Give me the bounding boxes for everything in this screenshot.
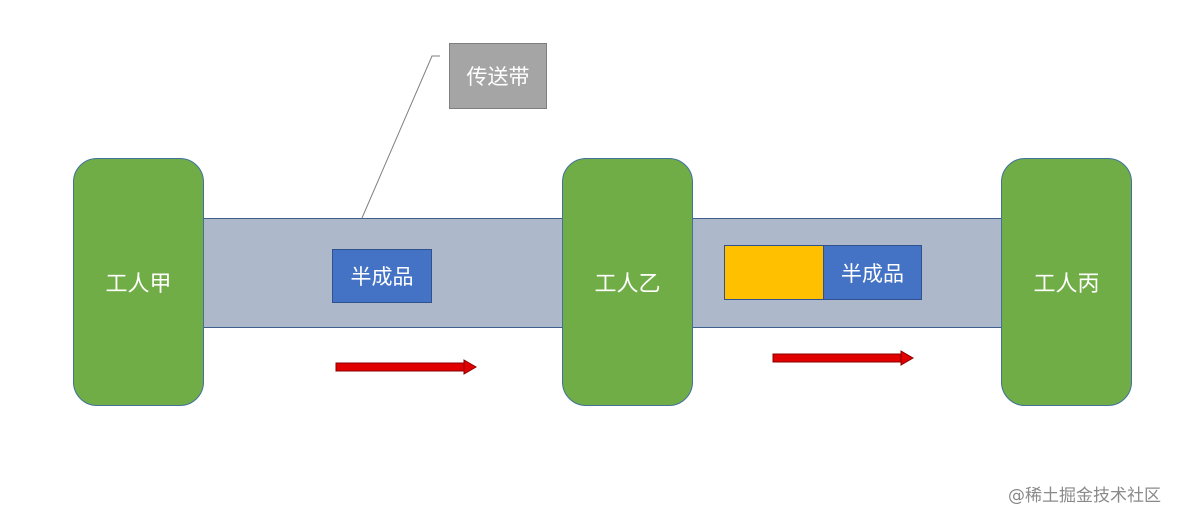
semi-product-2-label: 半成品 [841,261,904,286]
callout-leader-line [361,55,440,219]
worker-b: 工人乙 [562,158,693,406]
flow-arrow-2 [772,350,914,366]
worker-a: 工人甲 [73,158,204,406]
watermark: @稀土掘金技术社区 [1008,486,1161,506]
added-part-block [724,245,824,300]
semi-product-1: 半成品 [332,249,432,303]
semi-product-2: 半成品 [823,245,922,300]
worker-c-label: 工人丙 [1033,272,1100,297]
conveyor-callout-label: 传送带 [466,65,530,89]
semi-product-1-label: 半成品 [350,265,414,289]
worker-b-label: 工人乙 [594,272,661,297]
conveyor-callout: 传送带 [449,43,547,109]
worker-c: 工人丙 [1001,158,1132,406]
flow-arrow-1 [335,359,477,375]
worker-a-label: 工人甲 [105,272,172,297]
